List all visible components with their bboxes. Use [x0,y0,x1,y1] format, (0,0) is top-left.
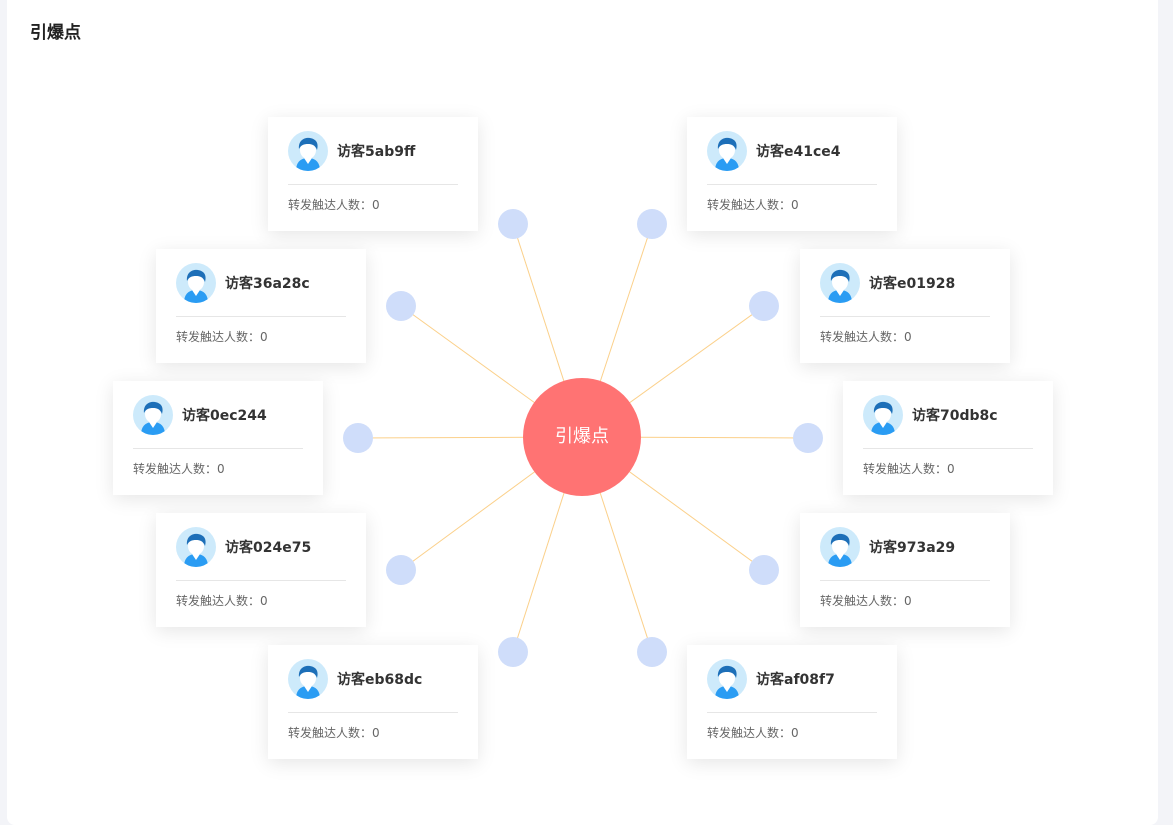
page-title: 引爆点 [30,23,81,43]
visitor-name: 访客973a29 [869,539,956,556]
center-node[interactable] [523,378,641,496]
card-header: 访客70db8c [863,381,1033,449]
stat-label: 转发触达人数： [176,330,261,344]
visitor-name: 访客e41ce4 [756,143,841,160]
visitor-card[interactable]: 访客eb68dc 转发触达人数：0 [268,645,478,759]
stat-value: 0 [947,462,955,476]
visitor-name: 访客024e75 [225,539,312,556]
visitor-card[interactable]: 访客973a29 转发触达人数：0 [800,513,1010,627]
forward-reach-stat: 转发触达人数：0 [863,449,1033,495]
visitor-node[interactable] [749,291,779,321]
forward-reach-stat: 转发触达人数：0 [176,581,346,627]
visitor-card[interactable]: 访客0ec244 转发触达人数：0 [113,381,323,495]
stat-value: 0 [904,594,912,608]
stat-label: 转发触达人数： [707,726,792,740]
stat-label: 转发触达人数： [133,462,218,476]
visitor-name: 访客0ec244 [182,407,267,424]
stat-value: 0 [791,726,799,740]
stat-value: 0 [372,198,380,212]
avatar-icon [176,526,216,567]
visitor-card[interactable]: 访客e01928 转发触达人数：0 [800,249,1010,363]
visitor-node[interactable] [386,291,416,321]
avatar-icon [288,130,328,171]
forward-reach-stat: 转发触达人数：0 [820,581,990,627]
visitor-name: 访客e01928 [869,275,956,292]
stat-value: 0 [791,198,799,212]
visitor-node[interactable] [498,637,528,667]
stat-label: 转发触达人数： [863,462,948,476]
avatar-icon [707,658,747,699]
stat-label: 转发触达人数： [820,330,905,344]
stat-value: 0 [372,726,380,740]
card-header: 访客e41ce4 [707,117,877,185]
stat-value: 0 [260,330,268,344]
visitor-name: 访客70db8c [912,407,998,424]
visitor-name: 访客eb68dc [337,671,423,688]
stat-value: 0 [904,330,912,344]
visitor-card[interactable]: 访客5ab9ff 转发触达人数：0 [268,117,478,231]
visitor-card[interactable]: 访客024e75 转发触达人数：0 [156,513,366,627]
visitor-node[interactable] [637,637,667,667]
forward-reach-stat: 转发触达人数：0 [288,713,458,759]
visitor-name: 访客5ab9ff [337,143,416,160]
card-header: 访客5ab9ff [288,117,458,185]
visitor-node[interactable] [343,423,373,453]
visitor-name: 访客36a28c [225,275,310,292]
visitor-card[interactable]: 访客36a28c 转发触达人数：0 [156,249,366,363]
forward-reach-stat: 转发触达人数：0 [820,317,990,363]
card-header: 访客0ec244 [133,381,303,449]
stat-label: 转发触达人数： [288,198,373,212]
visitor-name: 访客af08f7 [756,671,835,688]
center-node-label: 引爆点 [555,426,609,447]
visitor-node[interactable] [386,555,416,585]
card-header: 访客af08f7 [707,645,877,713]
avatar-icon [707,130,747,171]
stat-label: 转发触达人数： [176,594,261,608]
stat-label: 转发触达人数： [288,726,373,740]
stat-label: 转发触达人数： [707,198,792,212]
visitor-node[interactable] [749,555,779,585]
visitor-node[interactable] [637,209,667,239]
visitor-card[interactable]: 访客70db8c 转发触达人数：0 [843,381,1053,495]
forward-reach-stat: 转发触达人数：0 [707,713,877,759]
forward-reach-stat: 转发触达人数：0 [176,317,346,363]
card-header: 访客e01928 [820,249,990,317]
stat-label: 转发触达人数： [820,594,905,608]
avatar-icon [820,262,860,303]
avatar-icon [133,394,173,435]
card-header: 访客36a28c [176,249,346,317]
forward-reach-stat: 转发触达人数：0 [288,185,458,231]
visitor-node[interactable] [498,209,528,239]
visitor-card[interactable]: 访客e41ce4 转发触达人数：0 [687,117,897,231]
avatar-icon [176,262,216,303]
forward-reach-stat: 转发触达人数：0 [707,185,877,231]
forward-reach-stat: 转发触达人数：0 [133,449,303,495]
card-header: 访客973a29 [820,513,990,581]
stat-value: 0 [260,594,268,608]
stat-value: 0 [217,462,225,476]
visitor-node[interactable] [793,423,823,453]
avatar-icon [288,658,328,699]
avatar-icon [820,526,860,567]
avatar-icon [863,394,903,435]
card-header: 访客eb68dc [288,645,458,713]
card-header: 访客024e75 [176,513,346,581]
visitor-card[interactable]: 访客af08f7 转发触达人数：0 [687,645,897,759]
